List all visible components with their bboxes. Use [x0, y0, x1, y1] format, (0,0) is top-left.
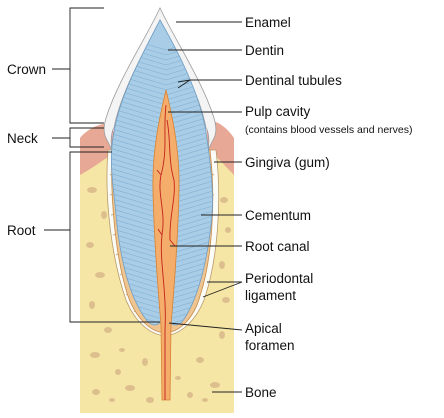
- neck-bracket: [69, 127, 104, 148]
- gingiva-label: Gingiva (gum): [245, 155, 330, 170]
- root-canal-label: Root canal: [245, 239, 310, 254]
- root-bracket: [69, 151, 160, 323]
- neck-label: Neck: [7, 131, 38, 146]
- apical-leader: [168, 322, 243, 331]
- cementum-label: Cementum: [245, 208, 311, 223]
- periodontal-leader-2: [202, 281, 243, 298]
- left-brackets: [44, 7, 160, 323]
- periodontal-label-line1: Periodontal: [245, 271, 313, 286]
- bone-spots: [86, 187, 231, 403]
- periodontal-label-line2: ligament: [245, 288, 296, 303]
- right-leader-lines: [168, 21, 243, 393]
- crown-bracket: [69, 7, 104, 124]
- crown-label: Crown: [7, 62, 46, 77]
- root-label: Root: [7, 223, 36, 238]
- pulp-cavity-shape: [152, 89, 180, 401]
- dentin-label: Dentin: [245, 43, 284, 58]
- apical-label-line1: Apical: [245, 321, 282, 336]
- blood-vessels: [156, 104, 176, 400]
- bone-label: Bone: [245, 385, 277, 400]
- pulp-cavity-label: Pulp cavity: [245, 104, 311, 119]
- pulp-cavity-note: (contains blood vessels and nerves): [245, 124, 413, 136]
- apical-label-line2: foramen: [245, 338, 295, 353]
- enamel-label: Enamel: [245, 15, 291, 30]
- dentinal-tubules-label: Dentinal tubules: [245, 73, 342, 88]
